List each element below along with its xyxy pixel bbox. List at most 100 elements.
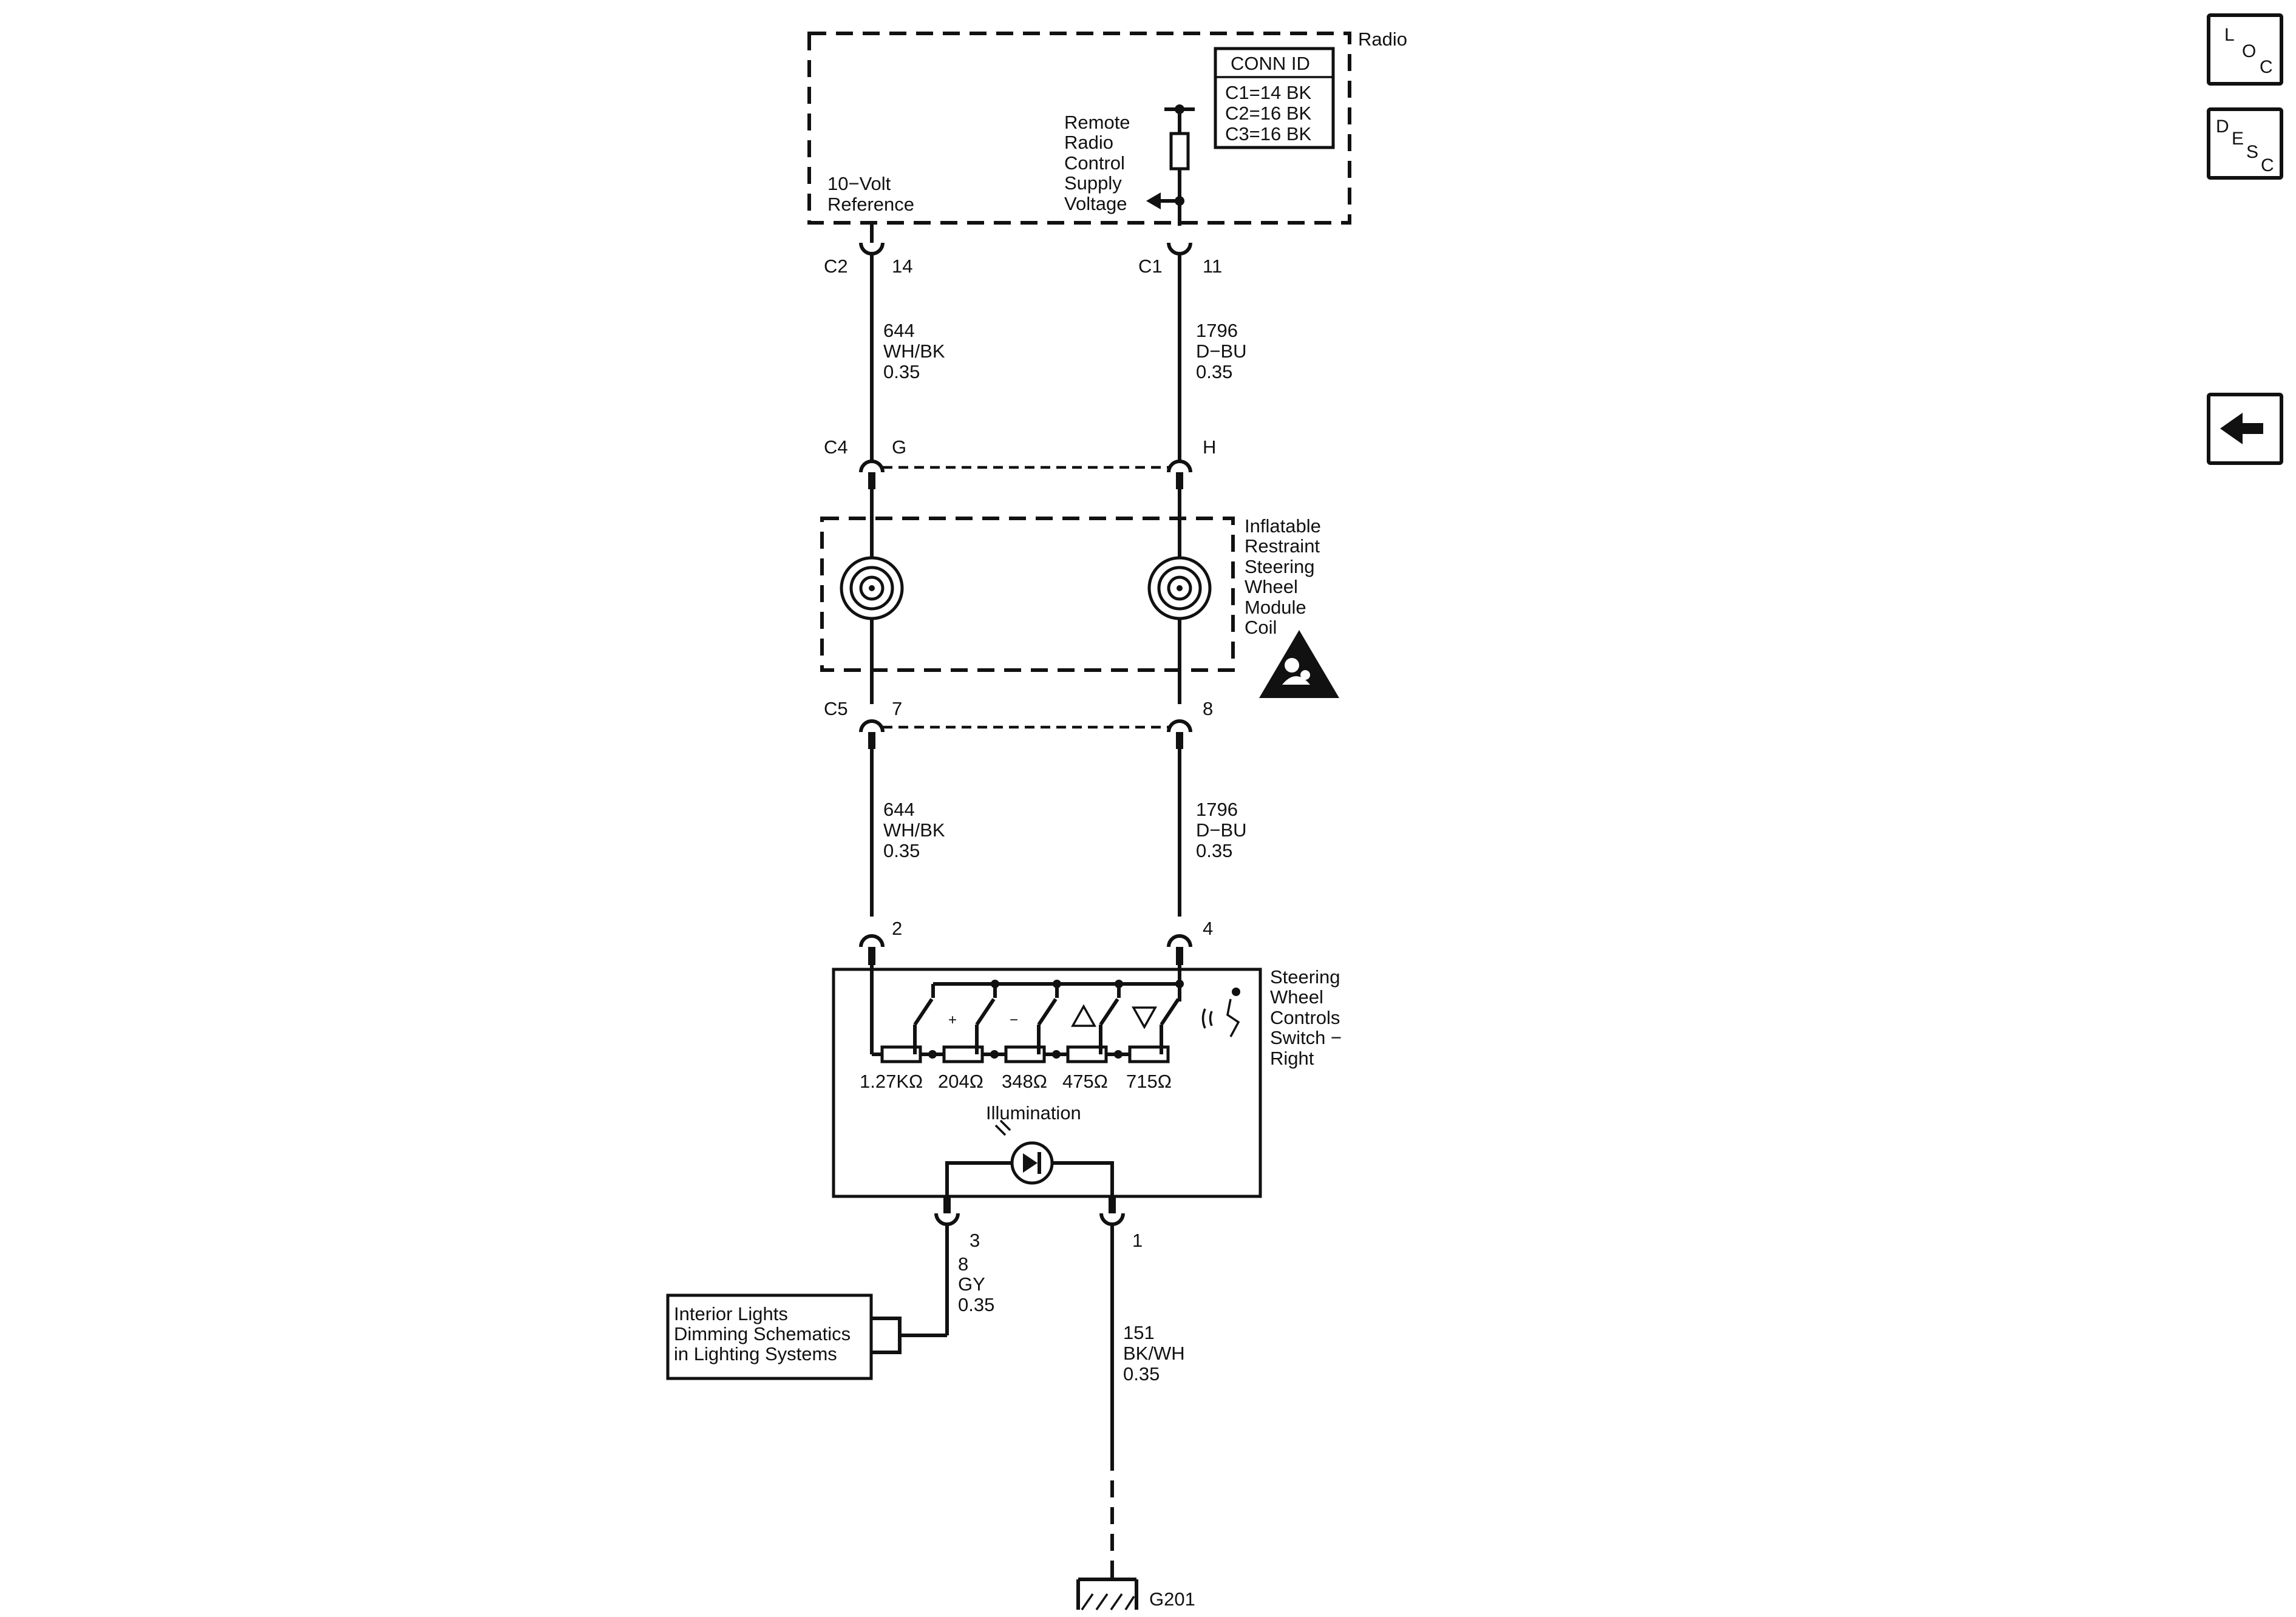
desc-button[interactable]: D E S C [2207, 107, 2283, 180]
seek-up-icon [1071, 1004, 1096, 1027]
coil-spiral-icon [1147, 556, 1212, 620]
switch-label-line: Wheel [1270, 986, 1323, 1008]
connector-pin: 7 [892, 698, 902, 719]
loc-button[interactable]: L O C [2207, 13, 2283, 86]
desc-letter: S [2246, 142, 2258, 162]
connector-c4: C4 G H [824, 436, 1216, 489]
coil-outline [820, 517, 1235, 672]
connector-pin: 11 [1203, 256, 1222, 277]
reference-text-line: in Lighting Systems [674, 1343, 837, 1364]
wire-color: BK/WH [1123, 1343, 1185, 1364]
desc-button-frame[interactable] [2207, 107, 2283, 180]
wire-circuit: 1796 [1196, 799, 1238, 820]
reference-text-line: Dimming Schematics [674, 1323, 851, 1344]
wire-gauge: 0.35 [1196, 361, 1232, 382]
wire-color: D−BU [1196, 819, 1247, 841]
switch-contact [1037, 998, 1058, 1054]
supply-label-line: Radio [1064, 132, 1113, 153]
wire-1796-lower-label: 1796 D−BU 0.35 [1196, 799, 1247, 861]
connector-c2: C2 14 [824, 223, 912, 461]
resistor-value: 475Ω [1062, 1071, 1108, 1092]
radio-outline [807, 32, 1351, 225]
loc-button-frame[interactable] [2207, 13, 2283, 86]
wire-gauge: 0.35 [1196, 840, 1232, 861]
switch-label-line: Controls [1270, 1007, 1340, 1028]
wire-circuit: 151 [1123, 1322, 1155, 1343]
coil-label-line: Wheel [1245, 576, 1298, 597]
wire-circuit: 644 [883, 799, 915, 820]
wire-color: WH/BK [883, 819, 945, 841]
conn-id-table: CONN ID C1=14 BK C2=16 BK C3=16 BK [1214, 47, 1335, 149]
voice-recognition-icon [1201, 988, 1240, 1037]
radio-module: Radio CONN ID C1=14 BK C2=16 BK C3=16 BK… [807, 29, 1407, 226]
loc-letter: C [2260, 57, 2273, 77]
wire-color: GY [958, 1273, 985, 1295]
connector-pin: 1 [1132, 1230, 1143, 1251]
switch-contact [913, 998, 934, 1054]
switch-label-line: Steering [1270, 966, 1340, 988]
ref-label-line: Reference [827, 194, 914, 215]
coil-label-line: Restraint [1245, 535, 1320, 557]
reference-text-line: Interior Lights [674, 1303, 788, 1324]
switch-contact [1160, 998, 1180, 1054]
radio-supply-circuit [1146, 104, 1195, 226]
radio-label: Radio [1358, 29, 1407, 50]
connector-pin: 2 [892, 918, 902, 939]
switch-outline [832, 968, 1262, 1198]
connector-name: C4 [824, 436, 848, 458]
desc-letter: D [2216, 117, 2229, 137]
interior-lights-reference[interactable]: Interior Lights Dimming Schematics in Li… [666, 1293, 902, 1380]
switch-output-connectors: 3 1 [934, 1196, 1143, 1251]
wire-gauge: 0.35 [883, 840, 920, 861]
wire-gauge: 0.35 [1123, 1363, 1160, 1385]
connector-name: C1 [1138, 256, 1163, 277]
coil-spiral-icon [840, 556, 904, 620]
wire-circuit: 1796 [1196, 320, 1238, 341]
connector-name: C2 [824, 256, 848, 277]
connector-name: C5 [824, 698, 848, 719]
loc-letter: O [2242, 41, 2256, 61]
wire-color: WH/BK [883, 341, 945, 362]
seek-down-icon [1132, 1006, 1157, 1029]
led-icon [947, 1119, 1112, 1185]
conn-id-box [1214, 47, 1335, 149]
desc-letter: C [2261, 155, 2274, 175]
wire-644-lower-label: 644 WH/BK 0.35 [883, 799, 945, 861]
conn-id-header: CONN ID [1231, 53, 1310, 74]
wire-gauge: 0.35 [958, 1294, 994, 1315]
back-button[interactable] [2207, 393, 2283, 465]
wire-644-upper-label: 644 WH/BK 0.35 [883, 320, 945, 382]
wire-circuit: 8 [958, 1253, 968, 1275]
desc-letter: E [2232, 129, 2244, 149]
wire-circuit: 644 [883, 320, 915, 341]
ref-label-line: 10−Volt [827, 173, 891, 194]
supply-label-line: Control [1064, 152, 1125, 174]
airbag-warning-icon [1259, 630, 1339, 698]
resistor-value: 1.27KΩ [860, 1071, 923, 1092]
wire-8-gy: 8 GY 0.35 [900, 1224, 994, 1337]
coil-label-line: Coil [1245, 617, 1277, 638]
resistor-5 [1128, 1045, 1170, 1063]
coil-label-line: Steering [1245, 556, 1314, 577]
arrow-left-icon [1146, 192, 1161, 209]
steering-wheel-coil: Inflatable Restraint Steering Wheel Modu… [820, 489, 1339, 704]
switch-label-line: Right [1270, 1048, 1314, 1069]
connector-pin: G [892, 436, 906, 458]
connector-pin: 8 [1203, 698, 1213, 719]
connector-pin: 14 [892, 256, 912, 277]
resistor-value: 348Ω [1002, 1071, 1047, 1092]
steering-wheel-controls-switch: Steering Wheel Controls Switch − Right [832, 965, 1342, 1199]
conn-id-row: C3=16 BK [1225, 123, 1312, 144]
pull-up-resistor [1169, 132, 1190, 171]
ground-icon [1081, 1593, 1135, 1610]
switch-contact [975, 998, 996, 1054]
reference-box[interactable] [666, 1293, 873, 1380]
resistor-value: 715Ω [1126, 1071, 1172, 1092]
connector-pin: 4 [1203, 918, 1213, 939]
connector-c5: C5 7 8 [824, 698, 1213, 917]
conn-id-row: C2=16 BK [1225, 103, 1312, 124]
coil-label-line: Module [1245, 597, 1306, 618]
plus-symbol: + [948, 1012, 957, 1028]
illumination-label: Illumination [986, 1102, 1081, 1124]
